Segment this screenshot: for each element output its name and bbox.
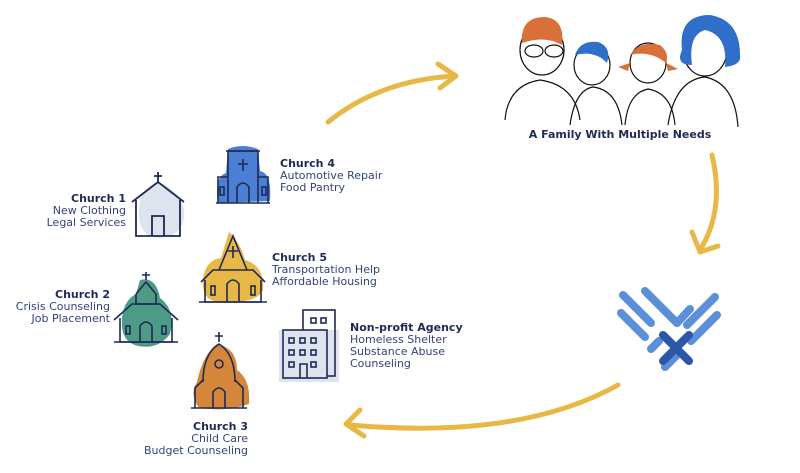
provider-name: Church 4 xyxy=(280,157,335,170)
church-5-icon xyxy=(199,232,267,303)
provider-service: Counseling xyxy=(350,357,411,370)
church-3-label: Church 3 Child Care Budget Counseling xyxy=(144,421,248,457)
arrow-churches-to-family xyxy=(325,73,458,125)
provider-name: Church 5 xyxy=(272,251,327,264)
provider-service: Child Care xyxy=(191,432,248,445)
church-4-icon xyxy=(216,146,271,204)
provider-service: Automotive Repair xyxy=(280,169,383,182)
provider-service: Affordable Housing xyxy=(272,275,377,288)
provider-name: Church 2 xyxy=(55,288,110,301)
church-3-icon xyxy=(191,332,250,410)
arrow-family-to-heart xyxy=(697,152,719,253)
family-caption: A Family With Multiple Needs xyxy=(528,128,712,141)
church-5-label: Church 5 Transportation Help Affordable … xyxy=(272,252,380,288)
arrowhead-bottom xyxy=(343,407,367,439)
provider-service: Job Placement xyxy=(31,312,110,325)
church-1-icon xyxy=(131,172,185,238)
provider-service: Substance Abuse xyxy=(350,345,445,358)
provider-service: Budget Counseling xyxy=(144,444,248,457)
arrowhead-right xyxy=(689,229,721,255)
arrow-heart-to-churches xyxy=(347,382,621,431)
provider-service: Transportation Help xyxy=(272,263,381,276)
provider-service: New Clothing xyxy=(52,204,126,217)
provider-service: Crisis Counseling xyxy=(15,300,110,313)
church-4-label: Church 4 Automotive Repair Food Pantry xyxy=(280,158,382,194)
provider-name: Non-profit Agency xyxy=(350,321,463,334)
arrowhead-top xyxy=(435,61,459,91)
nonprofit-building-icon xyxy=(279,309,339,382)
provider-service: Food Pantry xyxy=(280,181,346,194)
provider-name: Church 3 xyxy=(193,420,248,433)
nonprofit-label: Non-profit Agency Homeless Shelter Subst… xyxy=(350,322,463,370)
church-2-label: Church 2 Crisis Counseling Job Placement xyxy=(16,289,110,325)
church-1-label: Church 1 New Clothing Legal Services xyxy=(47,193,126,229)
family-illustration xyxy=(504,15,741,128)
provider-name: Church 1 xyxy=(71,192,126,205)
heart-logo-icon xyxy=(617,287,721,371)
church-2-icon xyxy=(113,272,179,347)
provider-service: Legal Services xyxy=(46,216,126,229)
provider-service: Homeless Shelter xyxy=(350,333,447,346)
